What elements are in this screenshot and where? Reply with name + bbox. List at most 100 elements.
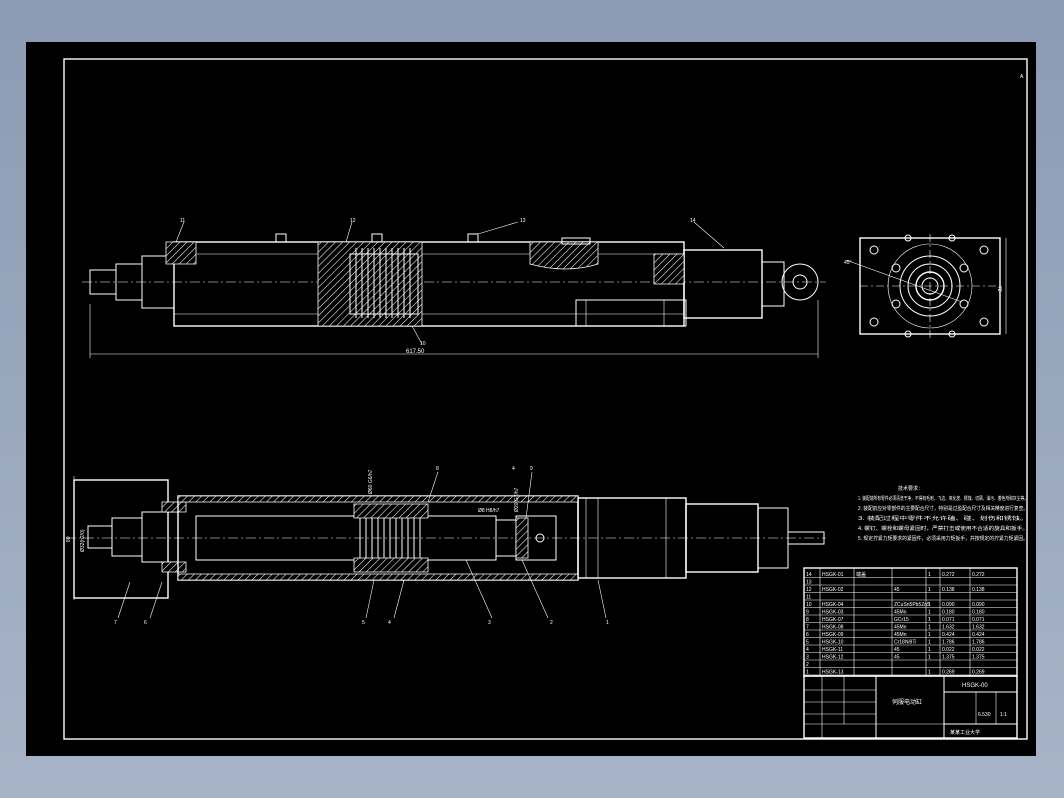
end-view-side-dimension: 72 [996, 286, 1002, 292]
top-label-13: 13 [520, 218, 526, 224]
parts-cell-code: HSGK-11 [822, 647, 843, 653]
drawing-number: HSGK-00 [962, 683, 988, 689]
parts-cell-mat: 45Mn [894, 632, 907, 638]
drawing-canvas: A 617.50 11 12 13 [63, 58, 1028, 740]
parts-cell-w1: 0.071 [942, 617, 955, 623]
parts-cell-no: 4 [806, 647, 809, 653]
parts-cell-w2: 0.022 [972, 647, 985, 653]
drawing-name: 伺服电动缸 [892, 698, 922, 706]
parts-cell-w1: 0.138 [942, 587, 955, 593]
parts-cell-w2: 1.375 [972, 655, 985, 661]
top-view: 617.50 11 12 13 14 10 [82, 218, 826, 358]
tech-req-line-5: 5. 规定拧紧力矩要求的紧固件，必须采用力矩扳手，并按规定的拧紧力矩紧固。 [858, 535, 1028, 542]
parts-cell-w2: 0.180 [972, 610, 985, 616]
top-label-10: 10 [420, 341, 426, 347]
parts-cell-qty: 1 [928, 617, 931, 623]
section-label-6: 6 [144, 620, 147, 626]
parts-cell-w1: 0.180 [942, 610, 955, 616]
parts-cell-no: 14 [806, 572, 812, 578]
parts-cell-qty: 1 [928, 610, 931, 616]
parts-cell-w2: 0.272 [972, 572, 985, 578]
section-label-1: 1 [606, 620, 609, 626]
company-name: 某某工业大学 [950, 729, 980, 736]
parts-cell-qty: 1 [928, 602, 931, 608]
parts-cell-code: HSGK-03 [822, 610, 844, 616]
section-label-4: 4 [388, 620, 391, 626]
top-label-11: 11 [180, 218, 185, 224]
parts-cell-mat: 45 [894, 655, 900, 661]
section-label-3: 3 [488, 620, 491, 626]
parts-cell-code: HSGK-09 [822, 632, 844, 638]
drawing-weight: 6.530 [978, 712, 991, 718]
top-label-12: 12 [350, 218, 356, 224]
parts-cell-w1: 1.786 [942, 640, 955, 646]
section-label-7: 7 [114, 620, 117, 626]
parts-cell-code: HSGK-08 [822, 625, 844, 631]
parts-cell-no: 7 [806, 625, 809, 631]
parts-cell-w2: 1.786 [972, 640, 985, 646]
parts-cell-code: HSGK-02 [822, 587, 844, 593]
tech-req-line-4: 4. 螺钉、螺栓和螺母紧固时，严禁打击或使用不合适的旋具和扳手。 [858, 525, 1028, 532]
section-label-8: 8 [436, 466, 439, 472]
end-view-angle: 45° [844, 260, 852, 266]
parts-cell-no: 12 [806, 587, 812, 593]
section-fit-b: Ø20 G7/h7 [514, 487, 520, 512]
cad-viewport[interactable]: A 617.50 11 12 13 [26, 42, 1036, 756]
parts-cell-w1: 1.375 [942, 655, 955, 661]
section-fit-c: Ø8 H8/h7 [478, 508, 500, 514]
parts-cell-qty: 1 [928, 655, 931, 661]
parts-cell-mat: 45 [894, 587, 900, 593]
tech-req-line-2: 2. 装配前应对零部件的主要配合尺寸，特别是过盈配合尺寸及相关精度进行复查。 [858, 505, 1028, 512]
technical-requirements: 技术要求： 1. 装配前所有零件必须清洗干净，不得有毛刺、飞边、氧化皮、锈蚀、切… [858, 485, 1028, 542]
title-block: HSGK-00 伺服电动缸 6.530 1:1 某某工业大学 [803, 675, 1018, 739]
parts-cell-no: 9 [806, 610, 809, 616]
top-label-14: 14 [690, 218, 696, 224]
parts-cell-no: 5 [806, 640, 809, 646]
parts-cell-no: 13 [806, 580, 812, 586]
parts-cell-code: HSGK-04 [822, 602, 844, 608]
parts-cell-w1: 0.269 [942, 670, 955, 676]
parts-cell-no: 11 [806, 595, 811, 601]
parts-cell-no: 3 [806, 655, 809, 661]
end-view: 45° 72 [844, 234, 1007, 338]
parts-cell-w2: 0.269 [972, 670, 985, 676]
parts-cell-no: 1 [806, 670, 809, 676]
parts-cell-mat: GCr15 [894, 617, 909, 623]
parts-cell-qty: 1 [928, 647, 931, 653]
parts-cell-code: HSGK-12 [822, 655, 844, 661]
section-label-2: 2 [550, 620, 553, 626]
parts-cell-mat: 45Mn [894, 610, 907, 616]
parts-cell-qty: 1 [928, 572, 931, 578]
parts-cell-no: 2 [806, 662, 809, 668]
parts-cell-w2: 1.632 [972, 625, 985, 631]
parts-cell-w1: 0.272 [942, 572, 955, 578]
parts-cell-qty: 1 [928, 640, 931, 646]
tech-req-title: 技术要求： [898, 485, 923, 492]
parts-cell-no: 8 [806, 617, 809, 623]
parts-cell-qty: 1 [928, 625, 931, 631]
parts-cell-code: HSGK-10 [822, 640, 844, 646]
parts-cell-w1: 1.632 [942, 625, 955, 631]
top-view-length-dimension: 617.50 [406, 349, 425, 355]
section-label-9: 9 [530, 466, 533, 472]
parts-cell-qty: 1 [928, 670, 931, 676]
section-fit-a: Ø60 G6/h7 [368, 469, 374, 494]
parts-cell-w2: 0.424 [972, 632, 985, 638]
parts-cell-mat: ZCuSn5Pb5Zn5 [894, 602, 930, 608]
drawing-scale: 1:1 [1000, 712, 1007, 718]
parts-cell-mat: Cr18Ni9Ti [894, 640, 916, 646]
parts-cell-w2: 0.071 [972, 617, 985, 623]
tech-req-line-3: 3. 装配过程中零件不允许磕、碰、划伤和锈蚀。 [858, 515, 1028, 522]
section-shaft-dimension: Ø32(h2/0) [80, 529, 86, 552]
parts-cell-w2: 0.138 [972, 587, 985, 593]
parts-cell-no: 6 [806, 632, 809, 638]
frame-corner-mark: A [1020, 74, 1024, 80]
drawing-frame [63, 58, 1028, 740]
parts-cell-no: 10 [806, 602, 812, 608]
parts-cell-name: 端盖 [856, 571, 866, 578]
section-height-dimension: 80 [66, 536, 72, 542]
section-label-5: 5 [362, 620, 365, 626]
parts-cell-code: HSGK-07 [822, 617, 844, 623]
tech-req-line-1: 1. 装配前所有零件必须清洗干净，不得有毛刺、飞边、氧化皮、锈蚀、切屑、油污、着… [858, 495, 1028, 502]
